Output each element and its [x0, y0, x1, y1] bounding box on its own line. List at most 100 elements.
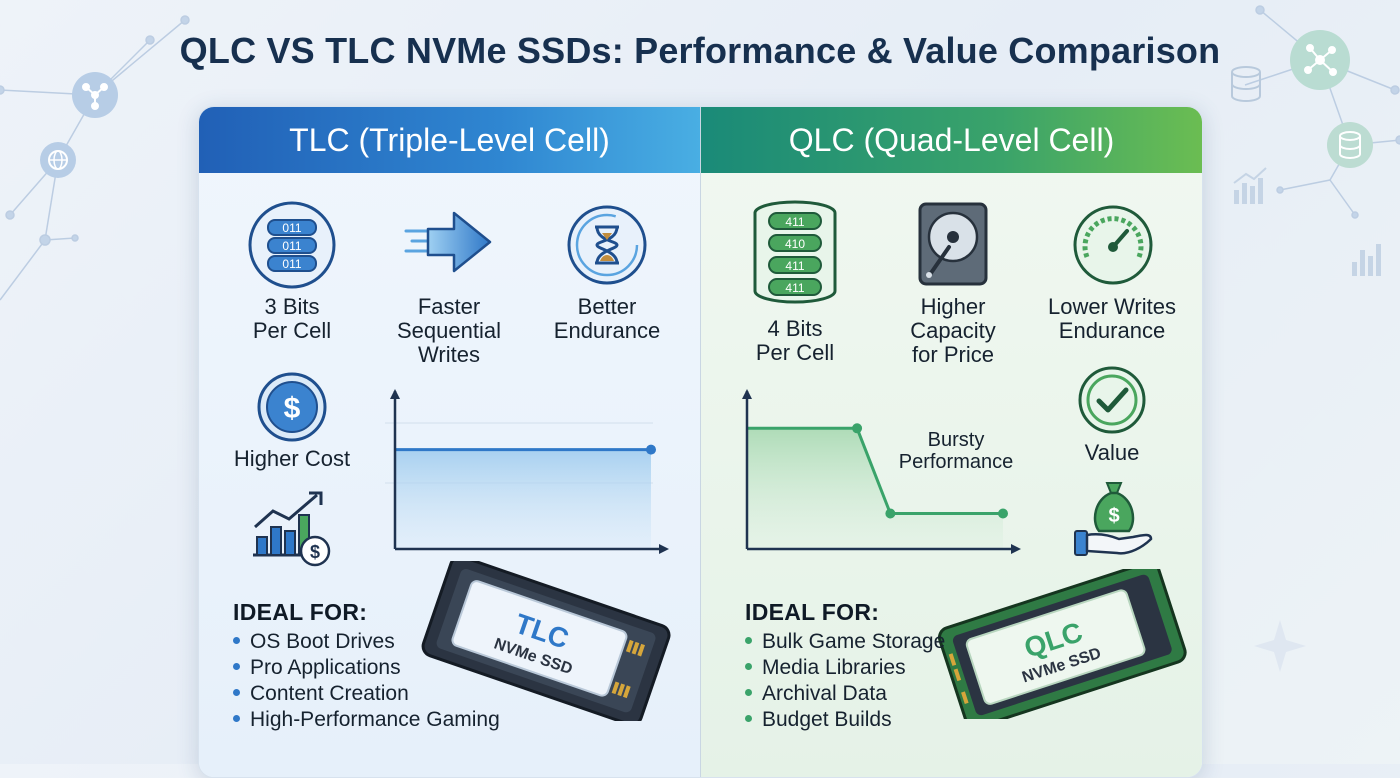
chart-series-line [747, 426, 1003, 515]
tlc-ssd-illustration: TLC NVMe SSD [421, 561, 671, 721]
section-divider [700, 107, 701, 777]
chart-label-line: Performance [898, 451, 1014, 473]
tlc-ideal-title: IDEAL FOR: [233, 599, 368, 625]
feature-line: Lower Writes [1048, 294, 1176, 319]
feature-line: Per Cell [252, 318, 332, 343]
list-item-label: High-Performance Gaming [250, 708, 500, 731]
feature-line: Writes [418, 342, 480, 367]
bar-chart-icon [1352, 244, 1381, 276]
cell-bits-label: 011 [282, 221, 301, 235]
tlc-speed-feature: Faster Sequential Writes [371, 295, 527, 367]
list-item-label: OS Boot Drives [250, 630, 395, 653]
cell-bits-label: 011 [282, 239, 301, 253]
chart-data-point [852, 423, 863, 434]
chart-area-fill [747, 428, 1003, 549]
list-item-label: Content Creation [250, 682, 409, 705]
bullet-icon [745, 688, 752, 696]
hard-drive-icon [918, 202, 988, 286]
list-item: Archival Data [745, 681, 945, 707]
qlc-ideal-title: IDEAL FOR: [745, 599, 880, 625]
database-icon [1327, 122, 1373, 168]
list-item: OS Boot Drives [233, 629, 500, 655]
feature-line: Higher [920, 294, 986, 319]
bullet-icon [745, 714, 752, 722]
qlc-header: QLC (Quad-Level Cell) [701, 107, 1202, 173]
stacked-cells-icon: 011 011 011 [248, 201, 336, 289]
tlc-bits-feature: 3 Bits Per Cell [219, 295, 365, 343]
cell-bits-label: 411 [785, 281, 804, 295]
gauge-icon [1073, 205, 1153, 285]
qlc-bits-feature: 4 Bits Per Cell [723, 317, 867, 365]
cell-bits-label: 011 [282, 257, 301, 271]
bullet-icon [233, 636, 240, 644]
feature-line: for Price [912, 342, 994, 367]
sparkle-icon [1254, 620, 1306, 672]
cell-bits-label: 411 [785, 259, 804, 273]
feature-line: Endurance [1058, 318, 1166, 343]
qlc-ssd-illustration: QLC NVMe SSD [937, 569, 1187, 719]
qlc-value-feature: Value [1084, 440, 1140, 465]
svg-text:$: $ [310, 542, 320, 562]
feature-line: Endurance [553, 318, 661, 343]
stacked-cells-icon: 411 410 411 411 [753, 200, 837, 304]
cell-bits-label: 410 [785, 237, 805, 251]
bar-chart-icon [1233, 167, 1267, 204]
qlc-section: QLC (Quad-Level Cell) 411 410 411 411 4 … [701, 107, 1202, 777]
qlc-endurance-feature: Lower Writes Endurance [1031, 295, 1193, 343]
list-item-label: Archival Data [762, 682, 887, 705]
tlc-cost-feature: Higher Cost [233, 446, 351, 471]
qlc-capacity-feature: Higher Capacity for Price [875, 295, 1031, 367]
list-item-label: Media Libraries [762, 656, 906, 679]
chart-area-fill [395, 449, 651, 549]
comparison-panel: TLC (Triple-Level Cell) 011 011 011 3 Bi… [198, 106, 1203, 778]
network-node-icon [1290, 30, 1350, 90]
qlc-ideal-list: Bulk Game Storage Media Libraries Archiv… [745, 629, 945, 733]
database-icon [1231, 66, 1261, 102]
bullet-icon [745, 636, 752, 644]
arrow-speed-icon [404, 211, 492, 273]
checkmark-icon [1078, 366, 1146, 434]
feature-line: Better [577, 294, 637, 319]
svg-text:$: $ [1108, 505, 1119, 527]
list-item-label: Pro Applications [250, 656, 401, 679]
feature-line: 4 Bits [767, 316, 823, 341]
tlc-ideal-list: OS Boot Drives Pro Applications Content … [233, 629, 500, 733]
chart-data-point [646, 444, 656, 455]
tlc-section: TLC (Triple-Level Cell) 011 011 011 3 Bi… [199, 107, 700, 777]
feature-line: Per Cell [755, 340, 835, 365]
tlc-header: TLC (Triple-Level Cell) [199, 107, 700, 173]
feature-line: Faster [417, 294, 481, 319]
list-item: Media Libraries [745, 655, 945, 681]
chart-label-line: Bursty [927, 429, 985, 451]
svg-text:$: $ [284, 392, 301, 425]
network-node-icon [72, 72, 118, 118]
feature-line: Sequential [397, 318, 501, 343]
bullet-icon [233, 688, 240, 696]
list-item-label: Bulk Game Storage [762, 630, 946, 653]
dollar-coin-icon: $ [257, 372, 327, 442]
list-item: High-Performance Gaming [233, 707, 500, 733]
cell-bits-label: 411 [785, 215, 804, 229]
bullet-icon [233, 662, 240, 670]
hourglass-icon [567, 205, 647, 285]
list-item-label: Budget Builds [762, 708, 892, 731]
tlc-endurance-feature: Better Endurance [537, 295, 677, 343]
list-item: Bulk Game Storage [745, 629, 945, 655]
list-item: Budget Builds [745, 707, 945, 733]
chart-data-point [885, 508, 896, 519]
feature-line: Capacity [910, 318, 996, 343]
globe-icon [40, 142, 76, 178]
list-item: Content Creation [233, 681, 500, 707]
bullet-icon [745, 662, 752, 670]
chart-data-point [998, 508, 1008, 519]
feature-line: 3 Bits [264, 294, 320, 319]
qlc-chart-label: Bursty Performance [881, 429, 1031, 473]
money-bag-hand-icon: $ [1074, 482, 1153, 556]
cell-rows: 011 011 011 [267, 219, 317, 272]
bullet-icon [233, 714, 240, 722]
growth-chart-icon: $ [253, 491, 331, 567]
tlc-performance-chart [385, 389, 669, 554]
page-title: QLC VS TLC NVMe SSDs: Performance & Valu… [179, 30, 1221, 71]
list-item: Pro Applications [233, 655, 500, 681]
